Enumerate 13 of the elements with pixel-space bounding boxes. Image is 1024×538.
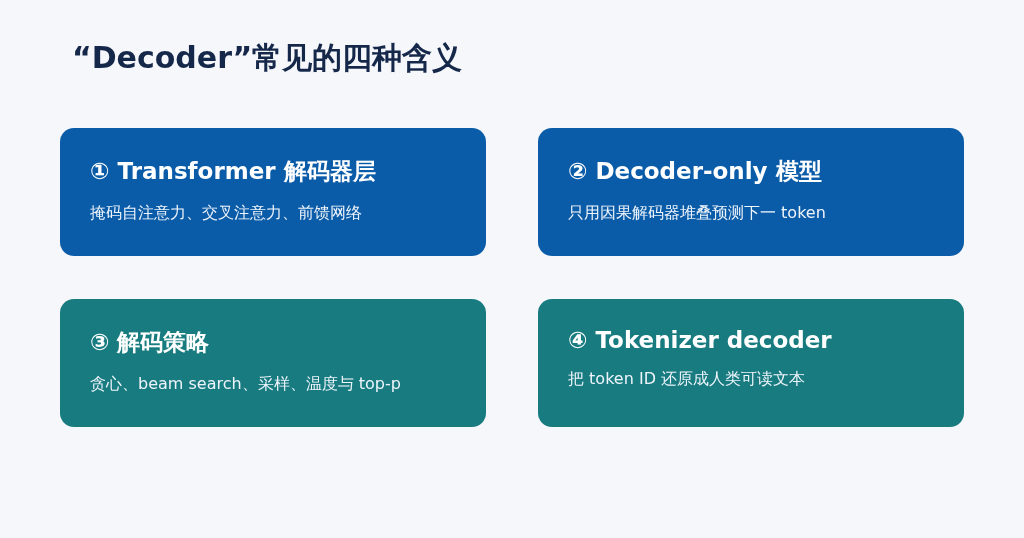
info-card bbox=[538, 299, 964, 427]
card-heading: ③ 解码策略 bbox=[90, 328, 210, 357]
card-heading: ② Decoder-only 模型 bbox=[568, 157, 822, 186]
card-description: 只用因果解码器堆叠预测下一 token bbox=[568, 203, 826, 224]
card-description: 贪心、beam search、采样、温度与 top-p bbox=[90, 374, 401, 395]
info-card bbox=[538, 128, 964, 256]
card-heading: ① Transformer 解码器层 bbox=[90, 157, 376, 186]
info-card bbox=[60, 128, 486, 256]
page-title: “Decoder”常见的四种含义 bbox=[72, 39, 463, 77]
card-heading: ④ Tokenizer decoder bbox=[568, 327, 832, 353]
info-card bbox=[60, 299, 486, 427]
card-description: 把 token ID 还原成人类可读文本 bbox=[568, 369, 806, 390]
card-description: 掩码自注意力、交叉注意力、前馈网络 bbox=[90, 203, 362, 224]
